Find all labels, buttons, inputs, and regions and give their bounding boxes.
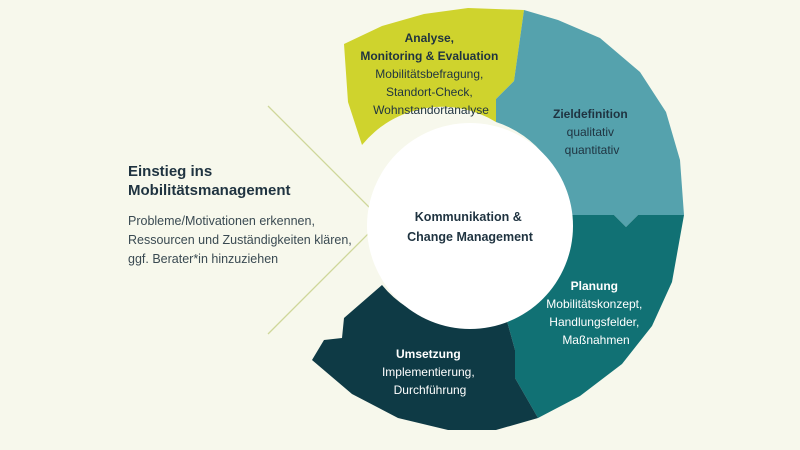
umsetzung-detail-line: Durchführung (394, 383, 467, 397)
zieldefinition-detail-line: qualitativ (567, 125, 614, 139)
entry-title: Einstieg ins Mobilitätsmanagement (128, 162, 368, 200)
analyse-label: Analyse, Monitoring & Evaluation Mobilit… (360, 31, 501, 117)
segment-analyse (344, 8, 524, 145)
analyse-title-line: Monitoring & Evaluation (360, 49, 498, 63)
entry-description-line: Probleme/Motivationen erkennen, (128, 214, 315, 228)
planung-label: Planung Mobilitätskonzept, Handlungsfeld… (546, 279, 645, 347)
planung-title-line: Planung (571, 279, 618, 293)
entry-title-line: Einstieg ins (128, 163, 213, 180)
segment-planung (505, 215, 684, 418)
center-label-line: Change Management (407, 230, 534, 244)
umsetzung-title-line: Umsetzung (396, 347, 461, 361)
planung-detail-line: Maßnahmen (562, 333, 629, 347)
center-label-line: Kommunikation & (415, 210, 522, 224)
segment-umsetzung (312, 285, 538, 430)
planung-detail-line: Handlungsfelder, (549, 315, 639, 329)
entry-title-line: Mobilitätsmanagement (128, 182, 291, 199)
segment-zieldefinition (496, 10, 684, 227)
umsetzung-detail-line: Implementierung, (382, 365, 475, 379)
entry-panel: Einstieg ins Mobilitätsmanagement Proble… (128, 162, 368, 269)
zieldefinition-detail-line: quantitativ (565, 143, 620, 157)
umsetzung-label: Umsetzung Implementierung, Durchführung (382, 347, 478, 397)
entry-description-line: Ressourcen und Zuständigkeiten klären, (128, 233, 352, 247)
analyse-detail-line: Wohnstandortanalyse (373, 103, 489, 117)
center-circle (367, 123, 573, 329)
analyse-detail-line: Standort-Check, (386, 85, 473, 99)
planung-detail-line: Mobilitätskonzept, (546, 297, 642, 311)
center-label: Kommunikation & Change Management (407, 210, 534, 244)
zieldefinition-title-line: Zieldefinition (553, 107, 628, 121)
analyse-title-line: Analyse, (405, 31, 454, 45)
zieldefinition-label: Zieldefinition qualitativ quantitativ (553, 107, 631, 157)
entry-description-line: ggf. Berater*in hinzuziehen (128, 252, 279, 266)
analyse-detail-line: Mobilitätsbefragung, (375, 67, 483, 81)
